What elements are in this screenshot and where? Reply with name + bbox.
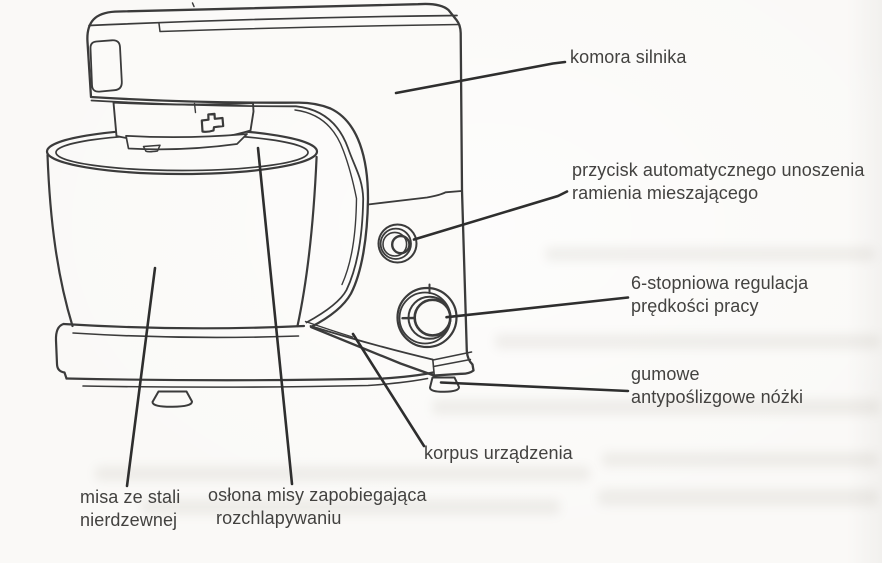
base-plate bbox=[54, 320, 473, 388]
label-bowl: misa ze stali nierdzewnej bbox=[80, 486, 180, 532]
leader-device-body bbox=[351, 332, 426, 448]
label-line: nierdzewnej bbox=[80, 510, 178, 530]
scan-speck bbox=[191, 2, 195, 8]
head-side-panel bbox=[89, 39, 123, 93]
label-line: misa ze stali bbox=[80, 487, 181, 507]
leader-speed-knob bbox=[445, 296, 630, 319]
label-line: rozchlapywaniu bbox=[216, 508, 342, 528]
leader-motor-chamber bbox=[394, 60, 567, 95]
rubber-feet bbox=[151, 376, 460, 408]
label-device-body: korpus urządzenia bbox=[424, 442, 573, 465]
arm-release-button bbox=[377, 223, 418, 264]
label-splash-guard: osłona misy zapobiegająca rozchlapywaniu bbox=[208, 484, 427, 530]
label-line: osłona misy zapobiegająca bbox=[208, 485, 427, 505]
body-crease bbox=[367, 190, 463, 206]
mixing-bowl bbox=[45, 127, 319, 328]
splash-guard-tab bbox=[142, 144, 161, 153]
label-motor-chamber: komora silnika bbox=[570, 46, 686, 69]
label-line: korpus urządzenia bbox=[424, 443, 573, 463]
splash-guard bbox=[112, 101, 255, 153]
rubber-foot-right bbox=[429, 376, 460, 393]
label-line: 6-stopniowa regulacja bbox=[631, 273, 809, 293]
leader-bowl bbox=[125, 266, 157, 488]
splash-guard-clip bbox=[200, 112, 225, 133]
label-line: prędkości pracy bbox=[631, 296, 759, 316]
label-rubber-feet: gumowe antypoślizgowe nóżki bbox=[631, 363, 803, 409]
leader-lines bbox=[125, 60, 630, 488]
label-line: ramienia mieszającego bbox=[572, 183, 759, 203]
leader-rubber-feet bbox=[439, 381, 630, 393]
leader-arm-release-button bbox=[412, 190, 569, 241]
label-line: przycisk automatycznego unoszenia bbox=[572, 160, 865, 180]
label-speed-control: 6-stopniowa regulacja prędkości pracy bbox=[631, 272, 808, 318]
label-arm-release-button: przycisk automatycznego unoszenia ramien… bbox=[572, 159, 864, 205]
rubber-foot-left bbox=[151, 390, 193, 408]
label-line: gumowe bbox=[631, 364, 700, 384]
mixer-head-and-body bbox=[86, 2, 475, 377]
leader-splash-guard bbox=[256, 146, 294, 486]
label-line: komora silnika bbox=[570, 47, 687, 67]
motor-chamber-housing bbox=[86, 2, 475, 377]
label-line: antypoślizgowe nóżki bbox=[631, 387, 804, 407]
